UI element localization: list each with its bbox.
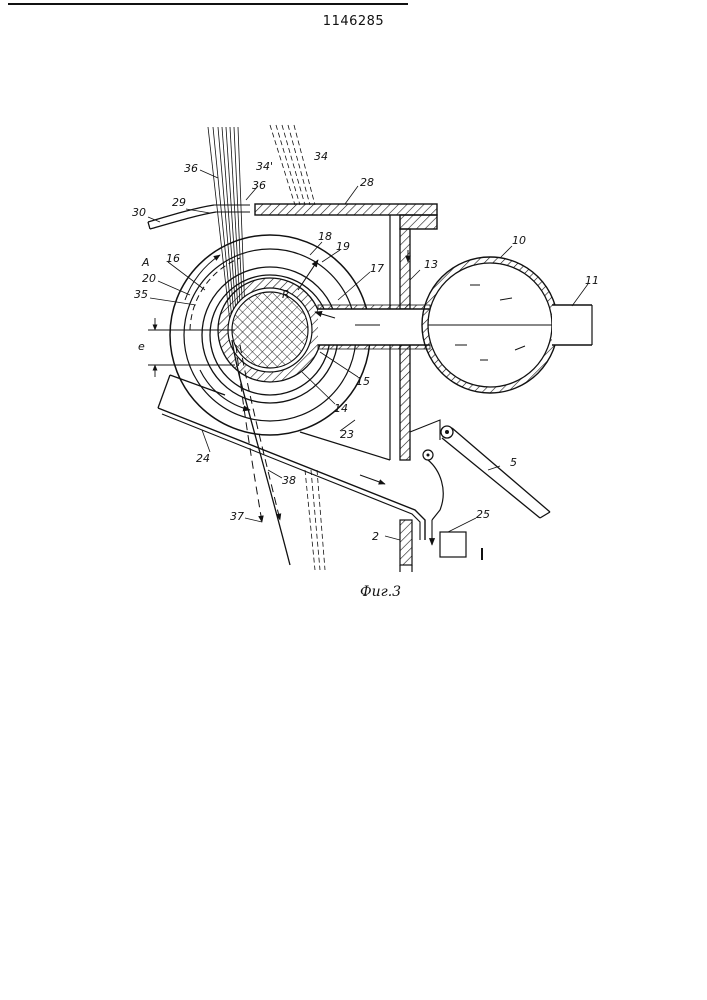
top-plate-28: [255, 204, 437, 229]
figure-caption: Фиг.3: [360, 584, 401, 600]
label-19: 19: [336, 240, 350, 253]
label-15: 15: [356, 375, 370, 388]
label-14: 14: [334, 402, 348, 415]
label-10: 10: [512, 234, 526, 247]
label-34p: 34': [256, 160, 273, 173]
label-25: 25: [476, 508, 490, 521]
label-29: 29: [172, 196, 186, 209]
label-e: e: [138, 340, 145, 353]
label-20: 20: [142, 272, 156, 285]
label-24: 24: [196, 452, 210, 465]
label-13: 13: [424, 258, 438, 271]
label-38: 38: [282, 474, 296, 487]
label-R: R: [282, 288, 290, 301]
pipe-11: [552, 305, 592, 345]
label-18: 18: [318, 230, 332, 243]
label-36b: 36: [252, 179, 266, 192]
label-36a: 36: [184, 162, 198, 175]
label-23: 23: [340, 428, 354, 441]
label-5: 5: [510, 456, 517, 469]
label-37: 37: [230, 510, 244, 523]
label-17: 17: [370, 262, 384, 275]
label-28: 28: [360, 176, 374, 189]
label-A: A: [141, 256, 150, 269]
label-16: 16: [166, 252, 180, 265]
connecting-tube: [318, 305, 430, 349]
bracket-2: [400, 520, 482, 572]
label-35: 35: [134, 288, 148, 301]
lever-5: [410, 420, 550, 520]
label-30: 30: [132, 206, 146, 219]
label-34: 34: [314, 150, 328, 163]
label-11: 11: [585, 274, 599, 287]
label-2: 2: [372, 530, 379, 543]
sphere-10: [422, 257, 558, 393]
